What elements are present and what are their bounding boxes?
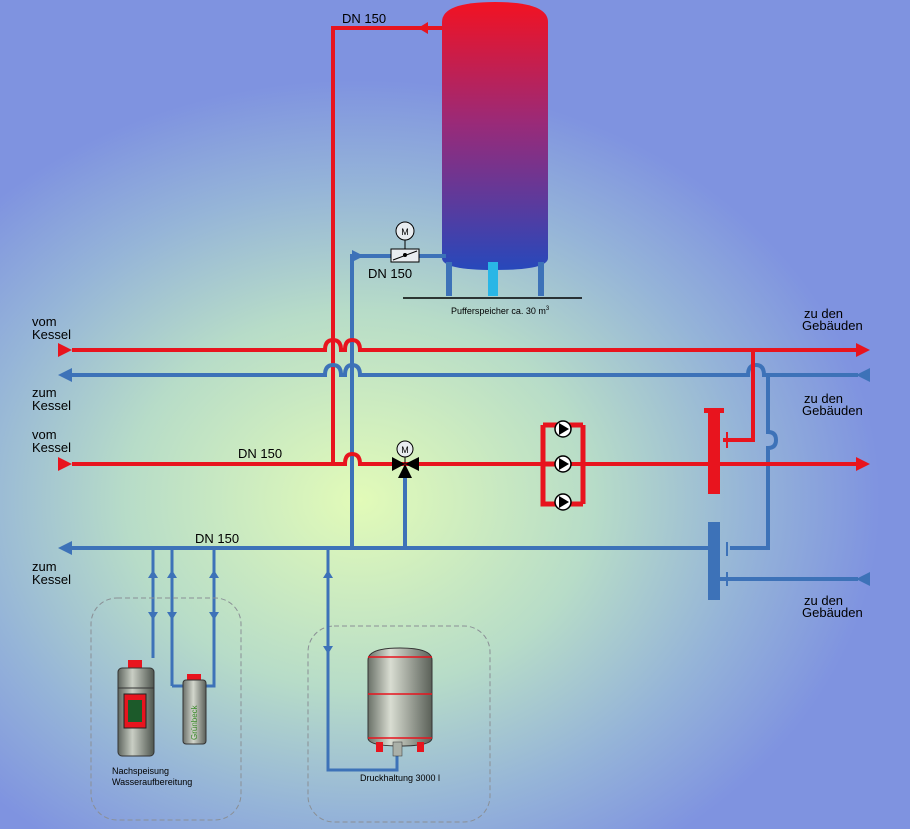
boiler-return-line-1 bbox=[72, 362, 858, 377]
zu-gebaeuden-label-3a: zu den bbox=[804, 593, 843, 608]
zu-gebaeuden-label-3b: Gebäuden bbox=[802, 605, 863, 620]
vom-kessel-label-1a: vom bbox=[32, 314, 57, 329]
arrow-icon bbox=[58, 457, 72, 471]
arrow-icon bbox=[58, 343, 72, 357]
tank-leg bbox=[446, 262, 452, 296]
dn150-valve-label: DN 150 bbox=[368, 266, 412, 281]
pump-icon bbox=[554, 493, 572, 511]
cold-branch-pipe bbox=[730, 375, 779, 550]
arrow-icon bbox=[856, 457, 870, 471]
arrow-icon bbox=[58, 368, 72, 382]
arrow-icon bbox=[167, 612, 177, 620]
zu-gebaeuden-label-2b: Gebäuden bbox=[802, 403, 863, 418]
hot-riser-pipe bbox=[331, 26, 442, 462]
arrow-icon bbox=[418, 22, 428, 34]
makeup-label-1: Nachspeisung bbox=[112, 766, 169, 776]
makeup-group-frame bbox=[90, 597, 242, 821]
cold-riser-pipe bbox=[350, 254, 446, 548]
arrow-icon bbox=[856, 368, 870, 382]
arrow-icon bbox=[58, 541, 72, 555]
vom-kessel-label-1b: Kessel bbox=[32, 327, 71, 342]
softener-brand-label: Grünbeck bbox=[190, 704, 199, 740]
zu-gebaeuden-label-1b: Gebäuden bbox=[802, 318, 863, 333]
arrow-icon bbox=[856, 572, 870, 586]
dn150-bottom-label: DN 150 bbox=[195, 531, 239, 546]
zum-kessel-label-1b: Kessel bbox=[32, 398, 71, 413]
arrow-icon bbox=[167, 570, 177, 578]
hot-branch-pipe bbox=[723, 350, 755, 442]
zu-gebaeuden-label-2a: zu den bbox=[804, 391, 843, 406]
vom-kessel-label-2a: vom bbox=[32, 427, 57, 442]
motor-symbol: M bbox=[401, 227, 409, 237]
boiler-flow-line-2 bbox=[72, 451, 858, 466]
zum-kessel-label-1a: zum bbox=[32, 385, 57, 400]
expansion-vessel-icon bbox=[367, 647, 433, 757]
pressure-group-frame bbox=[307, 625, 491, 823]
three-way-valve-icon: M bbox=[392, 440, 419, 478]
pressure-label: Druckhaltung 3000 l bbox=[360, 773, 440, 783]
arrow-icon bbox=[352, 250, 364, 262]
arrow-icon bbox=[209, 570, 219, 578]
motor-valve-icon: M bbox=[390, 221, 420, 263]
zum-kessel-label-2a: zum bbox=[32, 559, 57, 574]
boiler-flow-line-1 bbox=[72, 337, 858, 352]
pump-icon bbox=[554, 420, 572, 438]
zum-kessel-label-2b: Kessel bbox=[32, 572, 71, 587]
arrow-icon bbox=[323, 646, 333, 654]
makeup-label-2: Wasseraufbereitung bbox=[112, 777, 192, 787]
arrow-icon bbox=[148, 612, 158, 620]
tank-leg-center bbox=[488, 262, 498, 296]
pump-icon bbox=[554, 455, 572, 473]
tank-leg bbox=[538, 262, 544, 296]
softener-icon: Grünbeck bbox=[182, 674, 207, 745]
vom-kessel-label-2b: Kessel bbox=[32, 440, 71, 455]
buffer-tank-label: Pufferspeicher ca. 30 m3 bbox=[451, 306, 550, 316]
buffer-tank: Pufferspeicher ca. 30 m3 bbox=[403, 2, 582, 316]
distributor-icon bbox=[704, 408, 728, 494]
arrow-icon bbox=[856, 343, 870, 357]
dn150-top-label: DN 150 bbox=[342, 11, 386, 26]
pump-group bbox=[540, 420, 586, 511]
arrow-icon bbox=[323, 570, 333, 578]
makeup-pipes bbox=[151, 548, 216, 688]
motor-symbol: M bbox=[401, 445, 409, 455]
distributor-icon bbox=[708, 522, 858, 600]
arrow-icon bbox=[148, 570, 158, 578]
water-treatment-icon bbox=[117, 660, 155, 757]
arrow-icon bbox=[209, 612, 219, 620]
dn150-mid-label: DN 150 bbox=[238, 446, 282, 461]
zu-gebaeuden-label-1a: zu den bbox=[804, 306, 843, 321]
